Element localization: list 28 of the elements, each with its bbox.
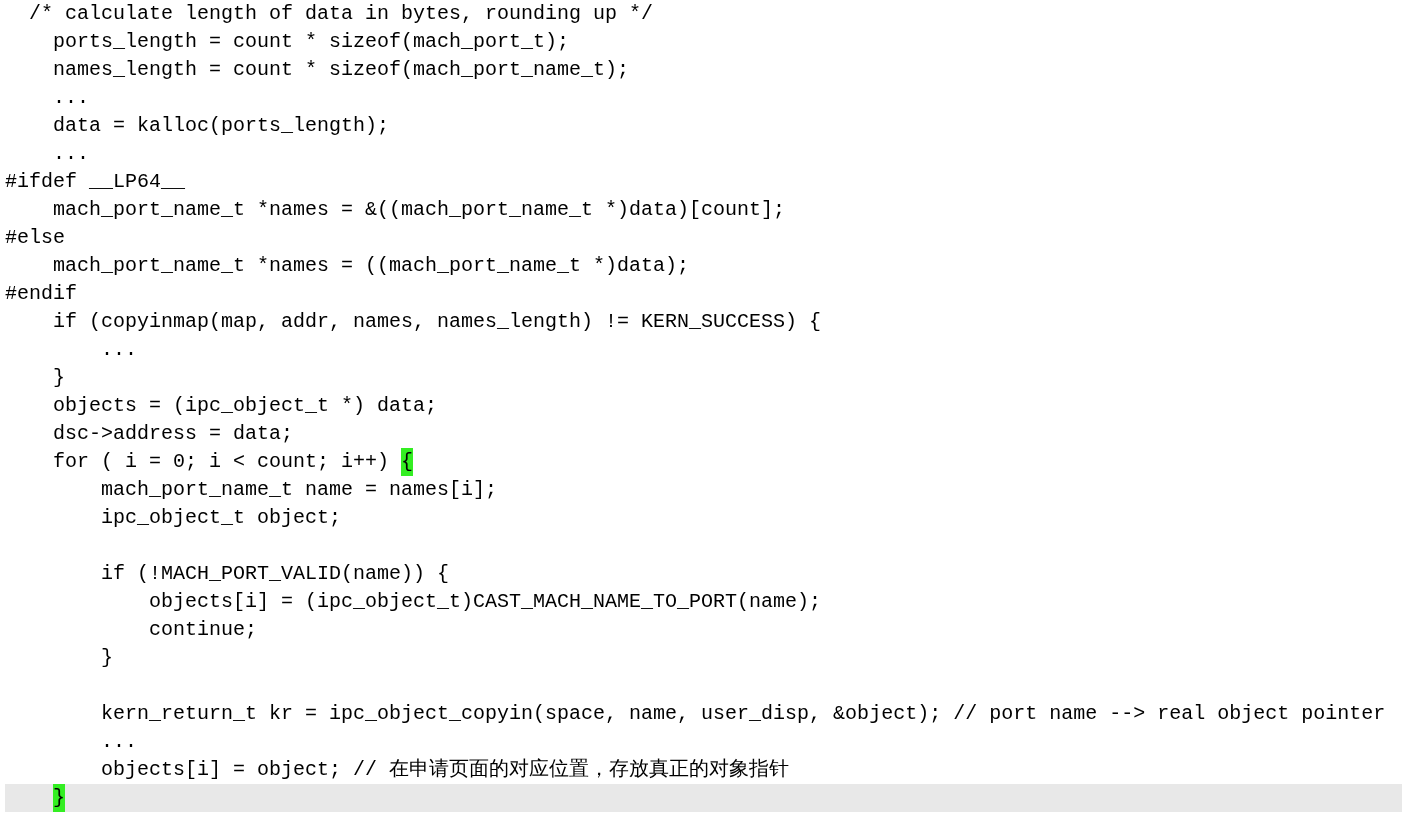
code-line: names_length = count * sizeof(mach_port_name_t); — [53, 57, 630, 83]
code-line: ipc_object_t object; — [101, 505, 342, 531]
code-line: kern_return_t kr = ipc_object_copyin(space, name, user_disp, &object); // port name --> real object pointer — [101, 701, 1386, 727]
code-line: for ( i = 0; i < count; i++) — [53, 449, 390, 475]
code-line: #else — [5, 225, 65, 251]
code-line: ... — [53, 141, 89, 167]
code-line: if (copyinmap(map, addr, names, names_length) != KERN_SUCCESS) { — [53, 309, 822, 335]
code-line: mach_port_name_t name = names[i]; — [101, 477, 498, 503]
matching-brace: } — [53, 784, 65, 812]
code-line: } — [53, 365, 65, 391]
code-line: objects = (ipc_object_t *) data; — [53, 393, 438, 419]
code-line: data = kalloc(ports_length); — [53, 113, 390, 139]
code-line: ports_length = count * sizeof(mach_port_t); — [53, 29, 570, 55]
code-line: #endif — [5, 281, 77, 307]
code-line: mach_port_name_t *names = &((mach_port_name_t *)data)[count]; — [53, 197, 786, 223]
matching-brace: { — [401, 448, 413, 476]
code-line: /* calculate length of data in bytes, rounding up */ — [29, 1, 654, 27]
code-line: continue; — [149, 617, 258, 643]
code-line: mach_port_name_t *names = ((mach_port_name_t *)data); — [53, 253, 690, 279]
code-line: #ifdef __LP64__ — [5, 169, 186, 195]
code-line: objects[i] = (ipc_object_t)CAST_MACH_NAME_TO_PORT(name); — [149, 589, 822, 615]
code-line: ... — [53, 85, 89, 111]
code-line: ... — [101, 729, 137, 755]
code-line: if (!MACH_PORT_VALID(name)) { — [101, 561, 450, 587]
code-line: } — [101, 645, 113, 671]
code-line: dsc->address = data; — [53, 421, 294, 447]
code-line: ... — [101, 337, 137, 363]
code-line: objects[i] = object; // 在申请页面的对应位置，存放真正的对象指针 — [101, 757, 790, 783]
